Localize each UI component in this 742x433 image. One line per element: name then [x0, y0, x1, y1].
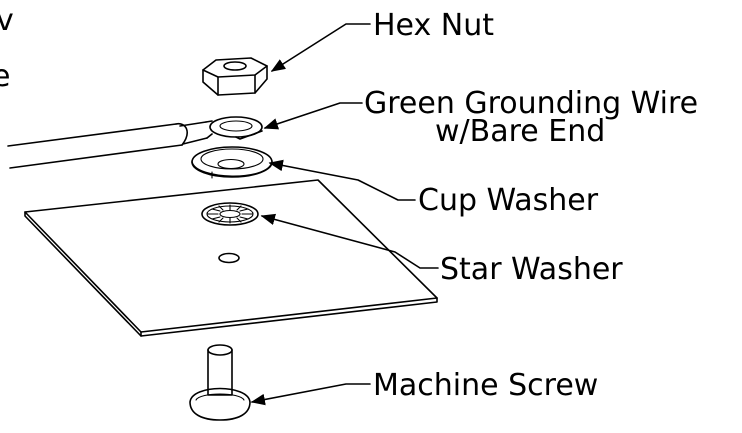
- label-grounding-wire-line1: Green Grounding Wire: [364, 86, 698, 121]
- label-cup-washer: Cup Washer: [418, 183, 599, 218]
- machine-screw: [189, 344, 251, 421]
- clipped-text-2: e: [0, 59, 10, 94]
- label-star-washer: Star Washer: [440, 252, 623, 287]
- star-washer: [201, 202, 259, 226]
- leader-lines: [250, 23, 439, 406]
- grounding-wire: [7, 116, 263, 169]
- label-hex-nut: Hex Nut: [373, 8, 494, 43]
- base-plate: [24, 179, 438, 337]
- clipped-text-1: v: [0, 3, 14, 38]
- label-grounding-wire-line2: w/Bare End: [435, 114, 605, 149]
- label-machine-screw: Machine Screw: [373, 368, 598, 403]
- cup-washer: [191, 146, 273, 179]
- hex-nut: [202, 57, 268, 96]
